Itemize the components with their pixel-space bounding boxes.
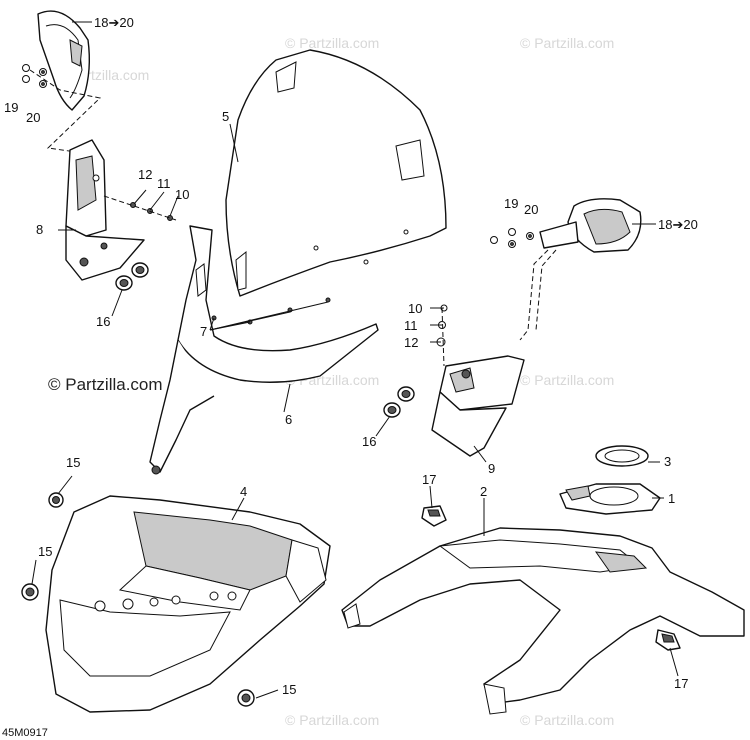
callout-label: 17: [422, 472, 436, 487]
callout-label: 9: [488, 461, 495, 476]
callout-label: 4: [240, 484, 247, 499]
right-grommet-16[interactable]: [383, 386, 415, 418]
callout-label: 16: [96, 314, 110, 329]
callout-label: 12: [404, 335, 418, 350]
callout-label: 19: [504, 196, 518, 211]
callout-label: 2: [480, 484, 487, 499]
fairing-holder[interactable]: [149, 225, 379, 475]
left-mirror[interactable]: [37, 10, 91, 111]
callout-label: 11: [157, 176, 171, 191]
watermark-faint: © Partzilla.com: [520, 35, 614, 51]
callout-label: 7: [200, 324, 207, 339]
left-fastener-stack[interactable]: [103, 195, 177, 221]
callout-label: 18➔20: [94, 15, 134, 30]
watermark-faint: © Partzilla.com: [520, 712, 614, 728]
front-grommets-15[interactable]: [21, 492, 255, 707]
callout-labels: 18➔20 19 20 5 12 11 10 8 16 7 6 19 20 18…: [4, 15, 698, 697]
watermark-faint: © Partzilla.com: [285, 35, 379, 51]
right-mirror-dashed-guide-2: [535, 249, 557, 331]
callout-label: 10: [408, 301, 422, 316]
upper-body-panel[interactable]: [341, 527, 745, 715]
right-mirror-dashed-guide: [519, 249, 549, 341]
callout-label: 15: [38, 544, 52, 559]
callout-label: 11: [404, 318, 418, 333]
right-mount-bracket[interactable]: [431, 355, 525, 457]
callout-label: 10: [175, 187, 189, 202]
watermark-faint: © Partzilla.com: [520, 372, 614, 388]
gauge-bezel[interactable]: [559, 483, 661, 515]
callout-label: 20: [524, 202, 538, 217]
callout-label: 1: [668, 491, 675, 506]
left-mount-bracket[interactable]: [65, 139, 145, 281]
front-fairing[interactable]: [45, 495, 331, 713]
clip-17-upper[interactable]: [421, 505, 447, 527]
diagram-code: 45M0917: [2, 727, 48, 739]
callout-label: 16: [362, 434, 376, 449]
right-mirror[interactable]: [539, 198, 642, 253]
callout-label: 20: [26, 110, 40, 125]
right-fastener-stack[interactable]: [436, 304, 448, 367]
gauge-seal[interactable]: [595, 445, 649, 467]
clip-17-lower[interactable]: [655, 629, 681, 651]
callout-label: 5: [222, 109, 229, 124]
left-mirror-hardware[interactable]: [22, 64, 47, 88]
callout-label: 6: [285, 412, 292, 427]
callout-label: 17: [674, 676, 688, 691]
right-mirror-hardware[interactable]: [490, 228, 534, 248]
left-mirror-dashed-guide: [29, 69, 102, 153]
callout-label: 3: [664, 454, 671, 469]
left-grommet-16[interactable]: [115, 262, 149, 291]
callout-label: 18➔20: [658, 217, 698, 232]
callout-label: 12: [138, 167, 152, 182]
windshield[interactable]: [225, 49, 447, 297]
watermark-faint: © Partzilla.com: [285, 712, 379, 728]
callout-label: 15: [66, 455, 80, 470]
callout-label: 15: [282, 682, 296, 697]
watermark-main: © Partzilla.com: [48, 375, 163, 394]
callout-label: 19: [4, 100, 18, 115]
leader-lines: [31, 21, 679, 699]
callout-label: 8: [36, 222, 43, 237]
